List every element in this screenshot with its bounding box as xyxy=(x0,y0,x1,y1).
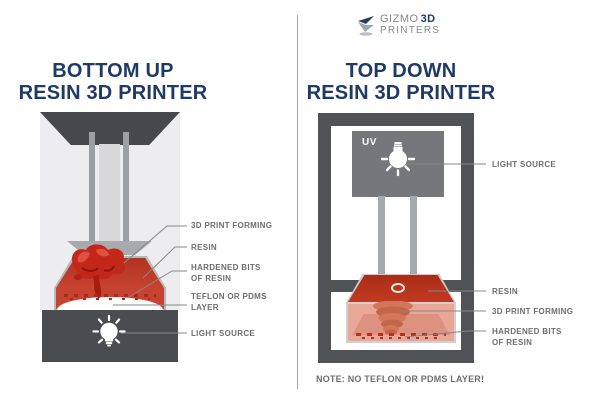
label-hardened-bits-left: HARDENED BITS OF RESIN xyxy=(191,262,261,284)
note-text: NOTE: NO TEFLON OR PDMS LAYER! xyxy=(316,374,485,384)
label-hardened-bits-right-l1: HARDENED BITS xyxy=(492,327,562,336)
bottomup-print-blob xyxy=(71,244,126,298)
label-print-forming-left: 3D PRINT FORMING xyxy=(191,221,273,230)
label-teflon-layer-l2: LAYER xyxy=(191,303,219,312)
label-teflon-layer-l1: TEFLON OR PDMS xyxy=(191,292,267,301)
topdown-uv-projector: UV xyxy=(352,131,444,197)
topdown-hardened-bits xyxy=(356,333,446,336)
label-light-source-right: LIGHT SOURCE xyxy=(492,160,557,169)
label-hardened-bits-right-l2: OF RESIN xyxy=(492,338,533,347)
right-title-line1: TOP DOWN xyxy=(345,60,457,82)
printer-logo-icon xyxy=(358,16,374,36)
topdown-rod-right xyxy=(410,196,417,288)
logo-brand-3d: 3D xyxy=(420,13,436,25)
label-hardened-bits-left-l2: OF RESIN xyxy=(191,274,232,283)
right-title-line2: RESIN 3D PRINTER xyxy=(306,82,496,104)
light-bulb-icon xyxy=(92,314,126,347)
label-print-forming-right: 3D PRINT FORMING xyxy=(492,307,574,316)
label-teflon-layer: TEFLON OR PDMS LAYER xyxy=(191,291,267,313)
logo-brand-sub: PRINTERS xyxy=(380,25,441,36)
label-resin-left: RESIN xyxy=(191,243,217,252)
topdown-frame xyxy=(318,113,474,363)
bottomup-z-column xyxy=(99,144,120,244)
label-hardened-bits-left-l1: HARDENED BITS xyxy=(191,263,261,272)
topdown-hardened-bits-row2 xyxy=(362,337,440,339)
right-title: TOP DOWN RESIN 3D PRINTER xyxy=(306,60,496,104)
bottomup-rail-right xyxy=(123,132,129,244)
bottomup-hardened-bits-row2 xyxy=(70,298,150,300)
label-hardened-bits-right: HARDENED BITS OF RESIN xyxy=(492,326,562,348)
topdown-rod-left xyxy=(378,196,385,288)
attachment-ring xyxy=(391,283,405,293)
left-title: BOTTOM UP RESIN 3D PRINTER xyxy=(18,60,208,104)
uv-bulb-icon xyxy=(380,142,416,177)
bottomup-rail-left xyxy=(89,132,95,244)
topdown-print-cone xyxy=(373,301,413,335)
panel-divider xyxy=(297,15,298,389)
uv-label: UV xyxy=(362,137,377,148)
label-resin-right: RESIN xyxy=(492,287,518,296)
label-light-source-left: LIGHT SOURCE xyxy=(191,329,256,338)
left-title-line1: BOTTOM UP xyxy=(52,60,174,82)
teflon-pdms-layer xyxy=(57,297,163,310)
left-title-line2: RESIN 3D PRINTER xyxy=(18,82,208,104)
bottomup-hardened-bits xyxy=(64,294,156,297)
logo-brand: GIZMO xyxy=(380,13,419,25)
